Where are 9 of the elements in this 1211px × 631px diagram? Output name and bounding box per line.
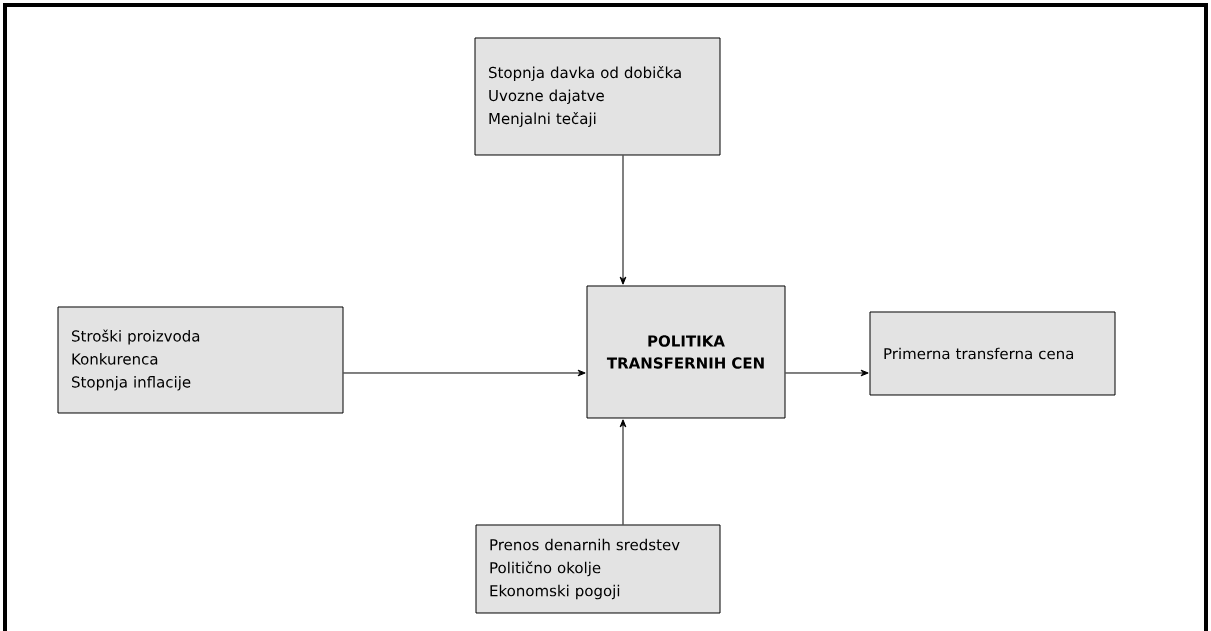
factor-box: Prenos denarnih sredstev Politično okolje Ekonomski pogoji bbox=[475, 524, 721, 614]
title-box: POLITIKA TRANSFERNIH CEN bbox=[586, 285, 786, 419]
arrow bbox=[619, 155, 627, 285]
result-box: Primerna transferna cena bbox=[869, 311, 1116, 396]
factor-box: Stroški proizvoda Konkurenca Stopnja inflacije bbox=[57, 306, 344, 414]
arrow bbox=[343, 369, 586, 377]
arrow bbox=[785, 369, 869, 377]
arrow bbox=[619, 419, 627, 525]
factor-box: Stopnja davka od dobička Uvozne dajatve Menjalni tečaji bbox=[474, 37, 721, 156]
